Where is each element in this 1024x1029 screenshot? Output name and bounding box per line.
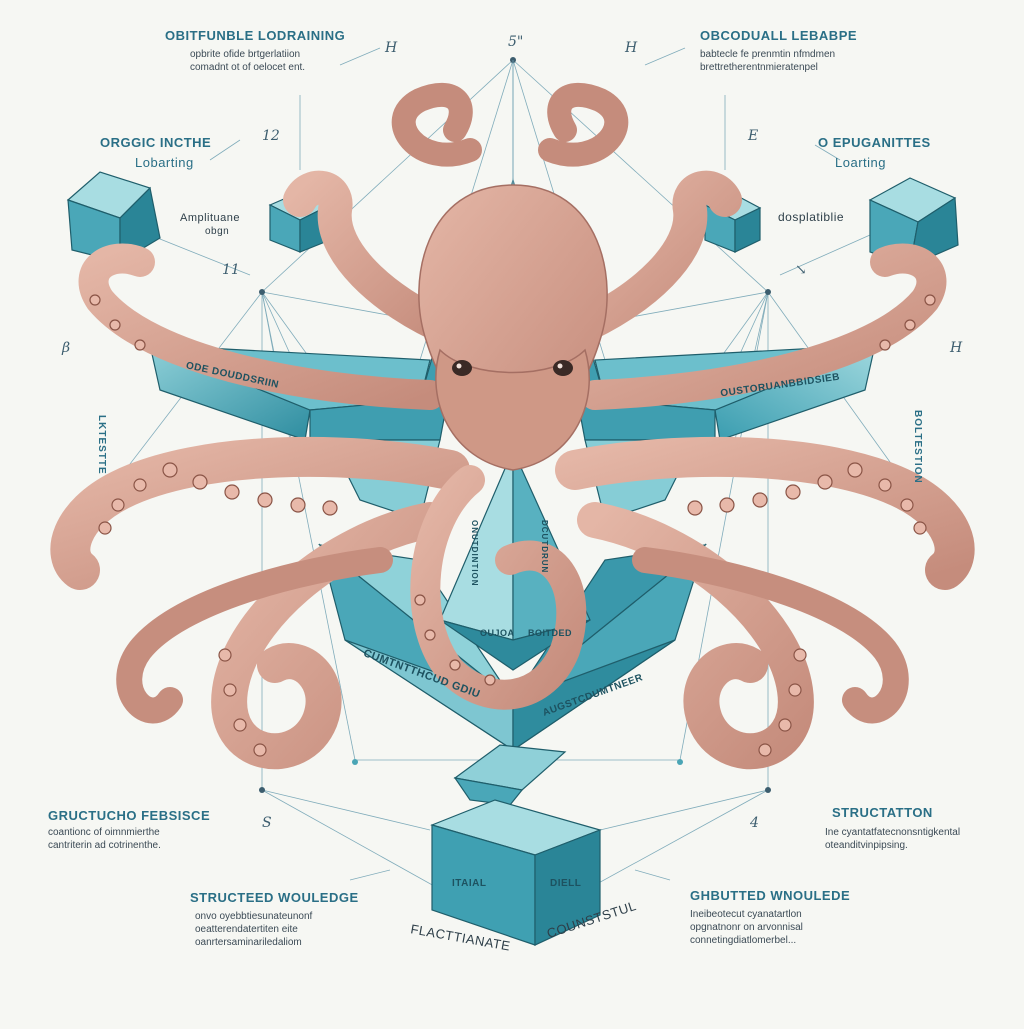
mark-h-right: H bbox=[950, 340, 963, 356]
mark-top-left-h: H bbox=[385, 40, 398, 56]
suckers bbox=[89, 294, 936, 757]
label-center-a: ONUTDINTION bbox=[470, 520, 479, 587]
label-amplitude: Amplituane bbox=[180, 212, 241, 224]
label-center-c: OUJOA bbox=[480, 628, 515, 638]
label-box-right: DIELL bbox=[550, 878, 582, 889]
mark-beta-left: β bbox=[62, 340, 71, 356]
mark-top-right-h: H bbox=[625, 40, 638, 56]
mark-e: E bbox=[748, 128, 759, 144]
label-center-d: BOITDED bbox=[528, 628, 572, 638]
label-bottom-left-2-desc: onvo oyebbtiesunateunonf oeatterendatert… bbox=[195, 911, 313, 948]
label-top-right-desc: babtecle fe prenmtin nfmdmen brettrether… bbox=[700, 49, 836, 73]
label-bottom-right-2-desc: Ineibeotecut cyanatartlon opgnatnonr on … bbox=[690, 909, 803, 946]
octopus-head bbox=[418, 184, 608, 471]
label-top-right: OBCODUALL LEBABPE bbox=[700, 28, 858, 43]
label-bottom-right-1: STRUCTATTON bbox=[832, 805, 933, 820]
label-bottom-left-1-desc: coantionc of oimnmierthe cantriterin ad … bbox=[48, 827, 161, 851]
base-cube bbox=[430, 799, 602, 946]
mark-arrow: ↘ bbox=[795, 262, 807, 278]
mark-s: S bbox=[262, 815, 272, 831]
label-mid-left-2: Lobarting bbox=[135, 155, 194, 170]
small-diamond bbox=[453, 744, 567, 806]
label-bottom-left-1: GRUCTUCHO FEBSISCE bbox=[48, 808, 211, 823]
label-bottom-left-2: STRUCTEED WOULEDGE bbox=[190, 890, 359, 905]
mark-12: 12 bbox=[262, 128, 280, 144]
label-mid-right-2: Loarting bbox=[835, 155, 886, 170]
label-side-right: BOLTESTION bbox=[912, 410, 923, 484]
label-bottom-right-1-desc: Ine cyantatfatecnonsntigkental oteanditv… bbox=[825, 827, 961, 851]
left-eye bbox=[452, 360, 472, 376]
label-box-left: ITAIAL bbox=[452, 878, 487, 889]
right-eye bbox=[553, 360, 573, 376]
label-amplitude-2: obgn bbox=[205, 226, 230, 237]
label-displaceable: dosplatiblie bbox=[778, 210, 845, 224]
label-top-left-desc: opbrite ofide brtgerlatiion comadnt ot o… bbox=[190, 49, 306, 73]
mark-top: 5" bbox=[508, 34, 524, 50]
label-mid-right: O EPUGANITTES bbox=[818, 135, 931, 150]
label-center-b: DCUTDRUN bbox=[540, 520, 549, 574]
label-side-left: LKTESTTE bbox=[96, 415, 107, 475]
label-mid-left: ORGGIC INCTHE bbox=[100, 135, 212, 150]
mark-11: 11 bbox=[222, 262, 240, 278]
mark-4: 4 bbox=[750, 815, 759, 831]
tentacles bbox=[50, 82, 975, 770]
label-bottom-right-2: GHBUTTED WNOULEDE bbox=[690, 888, 851, 903]
label-top-left: OBITFUNBLE LODRAINING bbox=[165, 28, 346, 43]
